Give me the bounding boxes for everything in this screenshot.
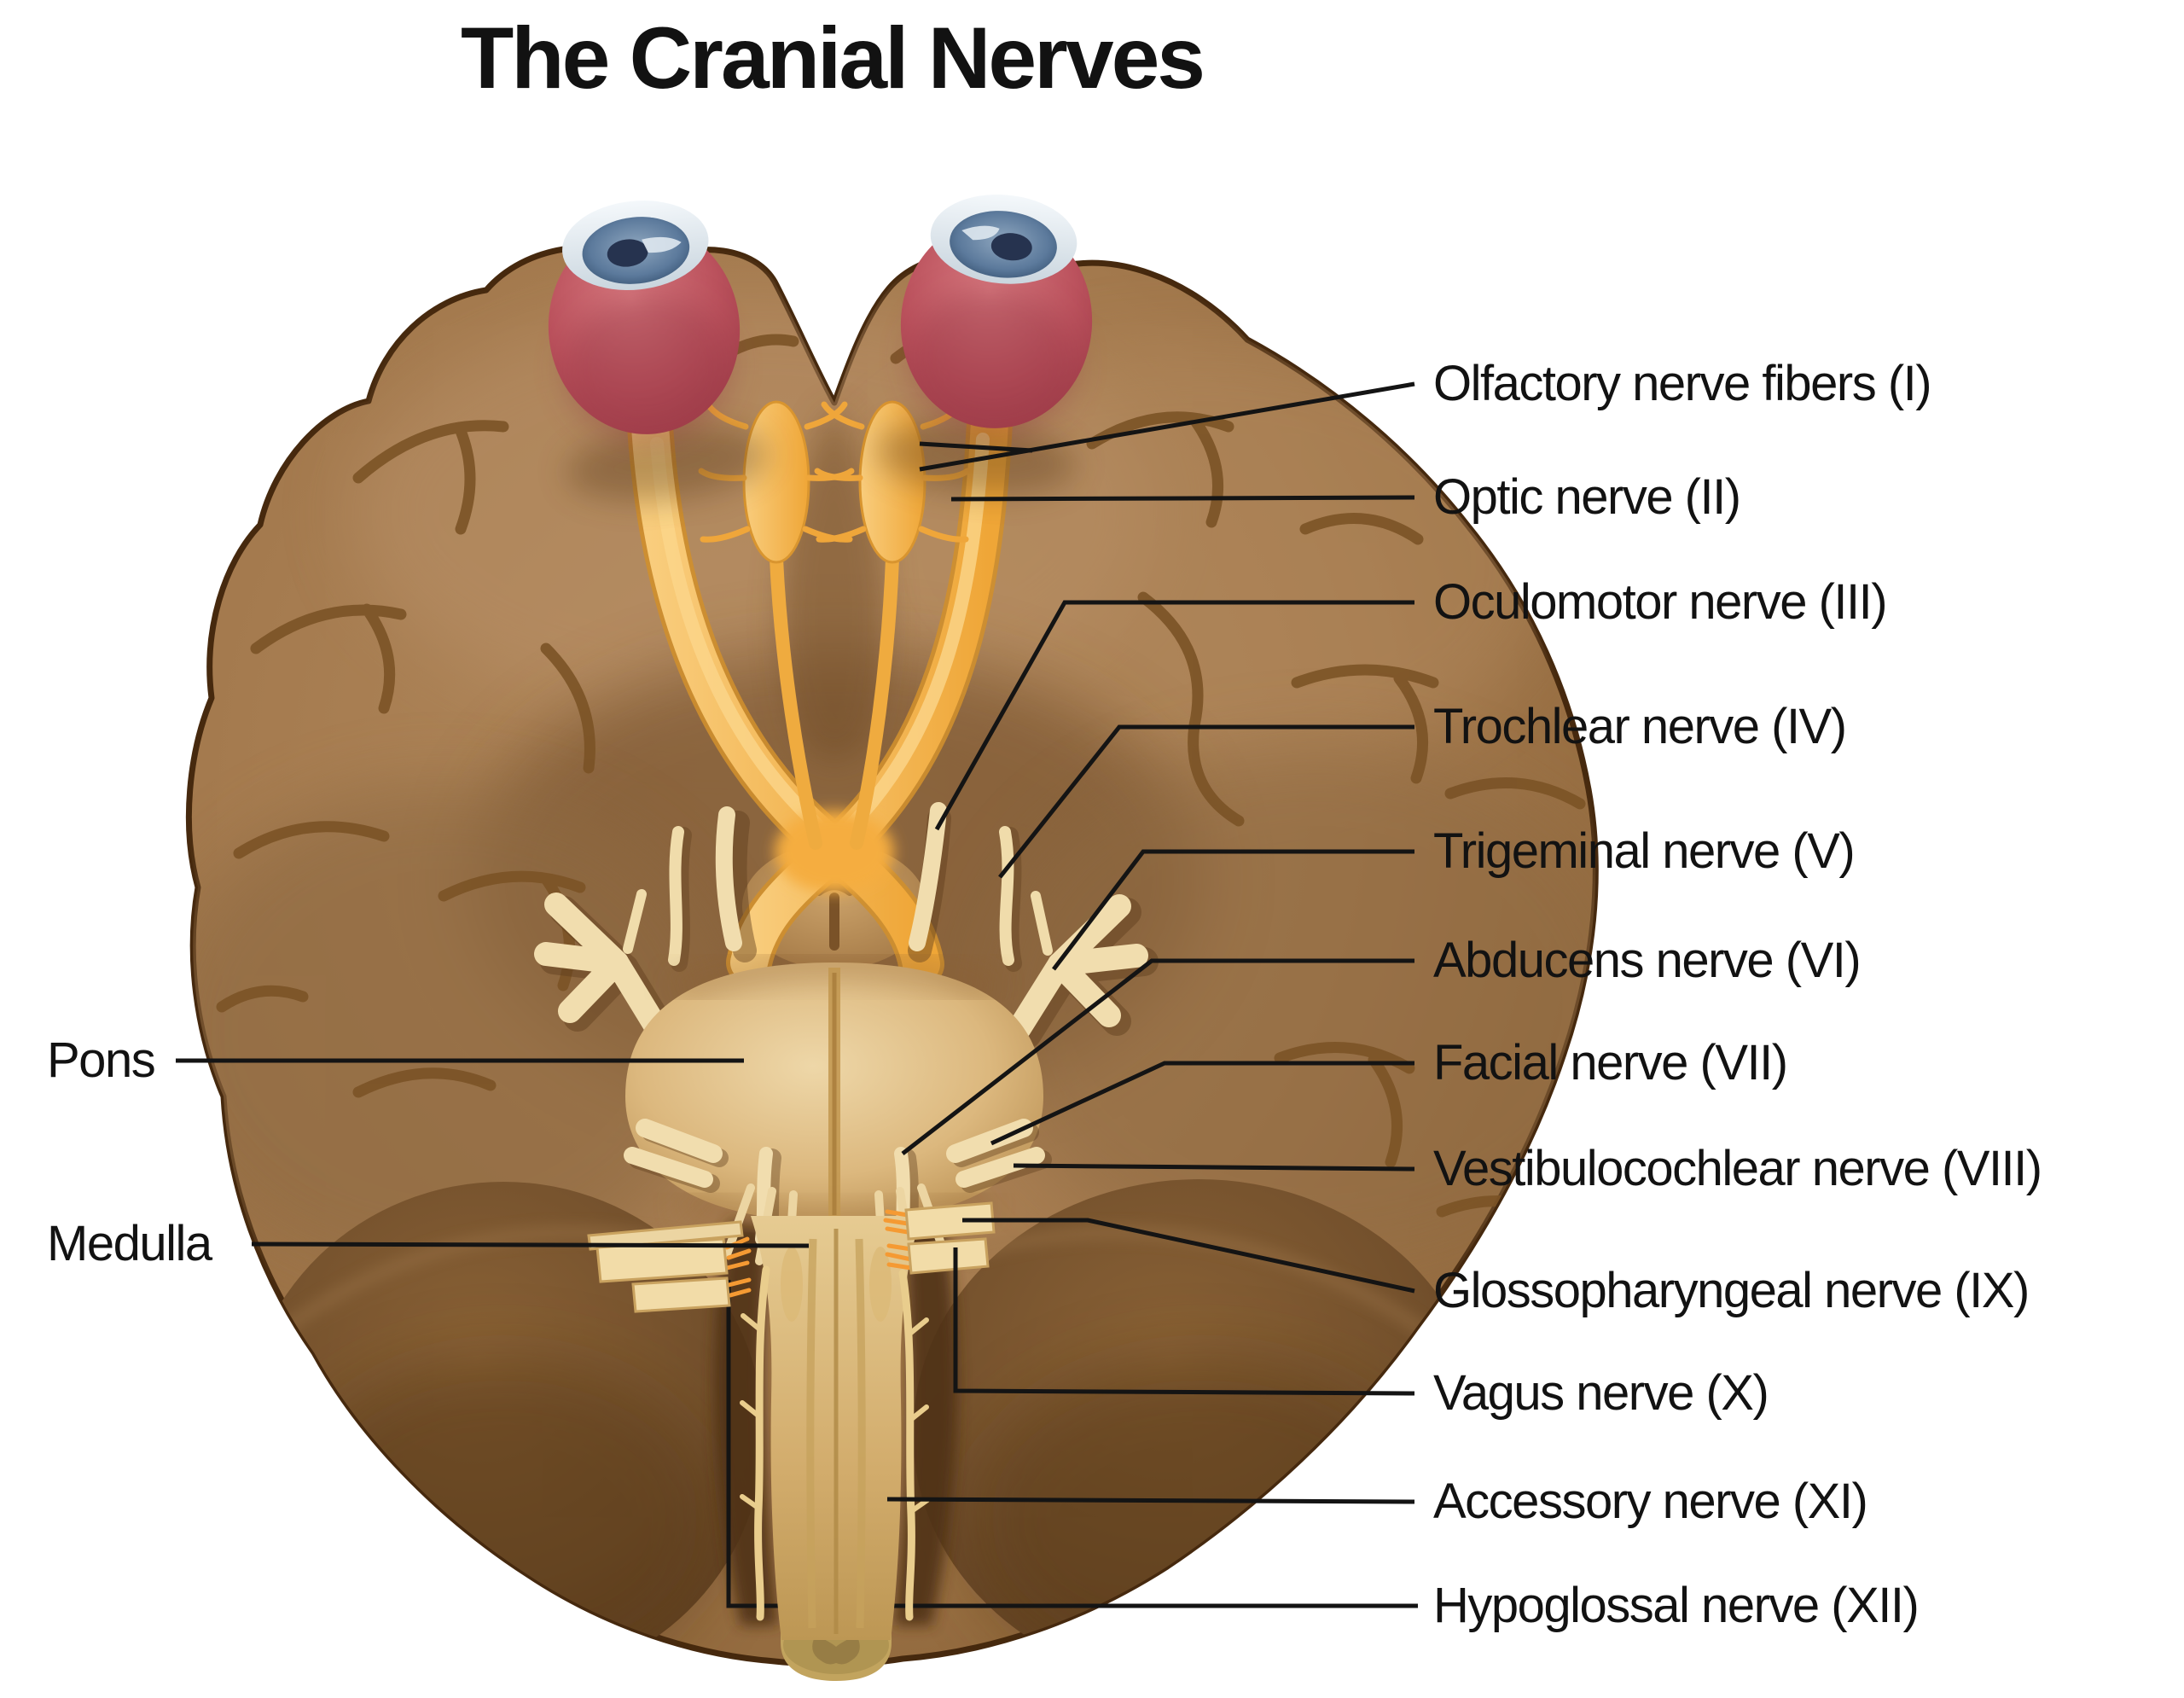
olfactory-bulbs <box>698 400 971 850</box>
callout-line-abducens <box>901 958 1414 1155</box>
callout-line-trochlear <box>998 724 1414 879</box>
trigeminal-branches <box>534 889 1159 1049</box>
left-eye <box>548 201 768 501</box>
label-vagus-nerve: Vagus nerve (X) <box>1433 1365 1769 1421</box>
label-optic-nerve: Optic nerve (II) <box>1433 469 1741 525</box>
callout-lines <box>176 381 1415 1504</box>
medulla-spinal-cord <box>751 1216 921 1681</box>
right-eye <box>875 195 1093 495</box>
label-hypoglossal-nerve: Hypoglossal nerve (XII) <box>1433 1578 1920 1633</box>
label-abducens-nerve: Abducens nerve (VI) <box>1433 933 1862 988</box>
callout-line-vestibulocochlear <box>1013 1163 1415 1172</box>
label-oculomotor-nerve: Oculomotor nerve (III) <box>1433 574 1888 630</box>
optic-nerves <box>627 399 1013 987</box>
callout-line-hypoglossal <box>726 1280 1418 1608</box>
callout-line-glossopharyngeal <box>962 1218 1415 1294</box>
label-olfactory-nerve: Olfactory nerve fibers (I) <box>1433 356 1932 411</box>
callout-line-olfactory <box>919 381 1415 472</box>
callout-line-oculomotor <box>934 600 1414 831</box>
callout-line-olfactory-tick <box>919 441 1033 453</box>
accessory-nerves <box>740 1265 930 1621</box>
callout-line-optic <box>950 495 1415 502</box>
callout-line-facial <box>990 1061 1414 1146</box>
label-pons: Pons <box>47 1032 156 1088</box>
label-glossopharyngeal-nerve: Glossopharyngeal nerve (IX) <box>1433 1263 2030 1318</box>
callout-line-accessory <box>886 1497 1415 1504</box>
label-trochlear-nerve: Trochlear nerve (IV) <box>1433 699 1847 754</box>
label-medulla: Medulla <box>47 1216 212 1271</box>
page-title: The Cranial Nerves <box>460 9 1205 107</box>
callout-line-medulla <box>251 1242 810 1248</box>
label-accessory-nerve: Accessory nerve (XI) <box>1433 1474 1868 1529</box>
callout-line-vagus <box>953 1247 1415 1396</box>
nerve-stubs <box>587 1201 996 1313</box>
label-facial-nerve: Facial nerve (VII) <box>1433 1035 1788 1090</box>
label-vestibulocochlear-nerve: Vestibulocochlear nerve (VIII) <box>1433 1141 2042 1196</box>
callout-line-trigeminal <box>1052 849 1414 971</box>
label-trigeminal-nerve: Trigeminal nerve (V) <box>1433 823 1856 879</box>
